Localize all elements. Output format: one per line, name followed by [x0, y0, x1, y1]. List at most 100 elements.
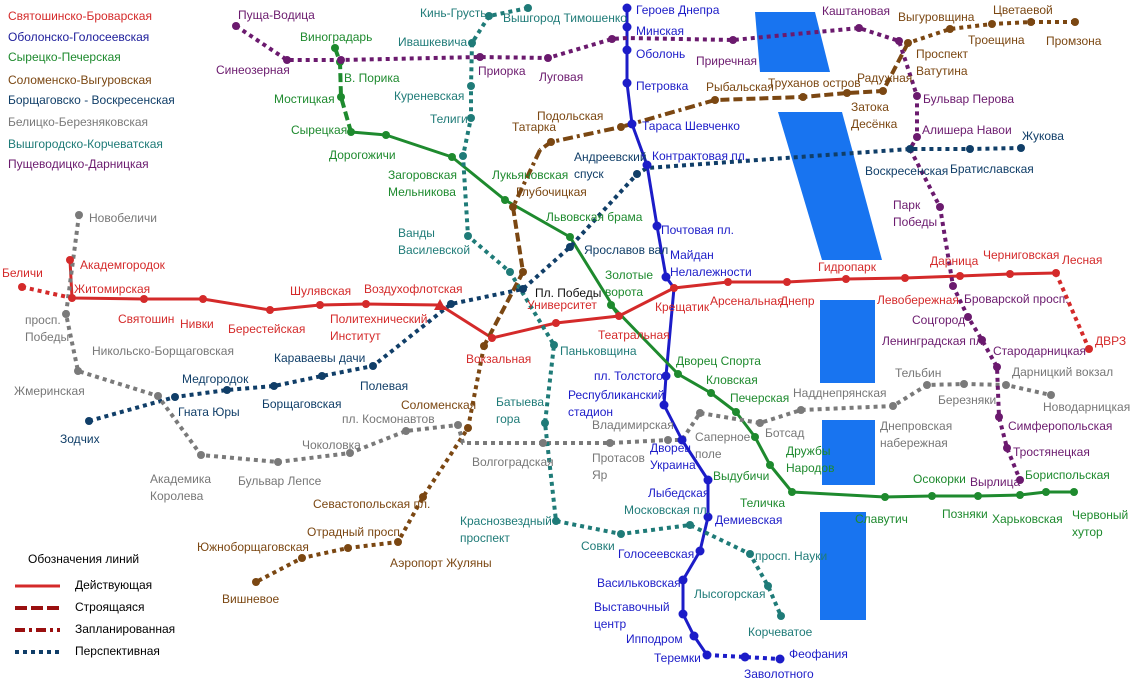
station-label[interactable]: Дорогожичи — [329, 148, 396, 162]
station-marker[interactable] — [923, 381, 931, 389]
station-marker[interactable] — [199, 295, 207, 303]
station-marker[interactable] — [1003, 444, 1011, 452]
station-label[interactable]: Проспект — [916, 47, 969, 61]
station-label[interactable]: Мельникова — [388, 185, 456, 199]
station-label[interactable]: Вырлица — [970, 475, 1020, 489]
station-label[interactable]: центр — [594, 617, 627, 631]
station-label[interactable]: Печерская — [730, 391, 789, 405]
station-label[interactable]: Ивашкевича — [398, 35, 468, 49]
station-label[interactable]: Минская — [636, 24, 684, 38]
station-label[interactable]: Новодарницкая — [1043, 400, 1130, 414]
station-marker[interactable] — [467, 114, 475, 122]
station-marker[interactable] — [1002, 381, 1010, 389]
station-label[interactable]: Контрактовая пл. — [652, 149, 748, 163]
station-label[interactable]: Вышгород Тимошенко — [503, 11, 627, 25]
station-marker[interactable] — [464, 424, 472, 432]
station-label[interactable]: Приречная — [696, 54, 757, 68]
station-label[interactable]: Протасов — [592, 451, 645, 465]
station-marker[interactable] — [695, 546, 705, 556]
station-label[interactable]: Тростянецкая — [1013, 445, 1090, 459]
station-marker[interactable] — [906, 145, 914, 153]
station-label[interactable]: Театральная — [598, 328, 670, 342]
station-label[interactable]: Народов — [786, 461, 834, 475]
station-label[interactable]: Беличи — [2, 266, 43, 280]
station-marker[interactable] — [799, 93, 807, 101]
station-label[interactable]: Осокорки — [913, 472, 966, 486]
station-marker[interactable] — [788, 488, 796, 496]
station-marker[interactable] — [711, 96, 719, 104]
station-label[interactable]: Золотые — [605, 268, 653, 282]
station-marker[interactable] — [678, 575, 688, 585]
station-label[interactable]: Андреевский — [574, 150, 647, 164]
station-label[interactable]: пл. Космонавтов — [342, 412, 435, 426]
station-label[interactable]: ДВРЗ — [1095, 334, 1126, 348]
station-marker[interactable] — [740, 652, 750, 662]
station-label[interactable]: проспект — [460, 531, 510, 545]
station-marker[interactable] — [541, 419, 549, 427]
station-label[interactable]: просп. Науки — [755, 549, 827, 563]
station-label[interactable]: хутор — [1072, 525, 1103, 539]
station-marker[interactable] — [622, 3, 632, 13]
station-marker[interactable] — [270, 382, 278, 390]
station-marker[interactable] — [266, 306, 274, 314]
station-label[interactable]: Ватутина — [916, 64, 968, 78]
station-marker[interactable] — [797, 406, 805, 414]
station-label[interactable]: Жмеринская — [14, 384, 85, 398]
station-label[interactable]: Соцгород — [912, 313, 965, 327]
station-marker[interactable] — [964, 313, 972, 321]
station-marker[interactable] — [642, 160, 652, 170]
station-label[interactable]: Борщаговская — [262, 397, 341, 411]
station-label[interactable]: стадион — [568, 405, 613, 419]
station-label[interactable]: Новобеличи — [89, 211, 157, 225]
station-marker[interactable] — [607, 301, 615, 309]
station-label[interactable]: Медгородок — [182, 372, 249, 386]
station-marker[interactable] — [544, 54, 552, 62]
station-label[interactable]: Татарка — [512, 120, 556, 134]
station-label[interactable]: Нивки — [180, 317, 214, 331]
station-label[interactable]: Выдубичи — [713, 469, 769, 483]
station-label[interactable]: Куреневская — [394, 89, 464, 103]
station-marker[interactable] — [467, 82, 475, 90]
station-label[interactable]: Лысогорская — [694, 587, 765, 601]
station-label[interactable]: Московская пл. — [624, 503, 710, 517]
station-label[interactable]: Симферопольская — [1008, 419, 1112, 433]
station-label[interactable]: В. Порика — [344, 71, 400, 85]
station-label[interactable]: Чоколовка — [302, 438, 361, 452]
station-marker[interactable] — [617, 123, 625, 131]
station-label[interactable]: поле — [695, 447, 722, 461]
station-label[interactable]: Кинь-Грусть — [420, 6, 487, 20]
station-marker[interactable] — [509, 203, 517, 211]
station-label[interactable]: Шулявская — [290, 284, 351, 298]
station-label[interactable]: спуск — [574, 167, 604, 181]
station-marker[interactable] — [419, 493, 427, 501]
station-marker[interactable] — [232, 22, 240, 30]
station-marker[interactable] — [777, 612, 785, 620]
station-label[interactable]: Сырецкая — [291, 123, 347, 137]
station-label[interactable]: Демиевская — [715, 513, 782, 527]
station-marker[interactable] — [946, 25, 954, 33]
station-label[interactable]: Цветаевой — [993, 3, 1053, 17]
station-label[interactable]: Совки — [581, 539, 615, 553]
station-marker[interactable] — [901, 274, 909, 282]
station-marker[interactable] — [686, 521, 694, 529]
station-marker[interactable] — [346, 449, 354, 457]
station-label[interactable]: Ипподром — [626, 632, 683, 646]
station-marker[interactable] — [1016, 491, 1024, 499]
station-label[interactable]: гора — [496, 412, 520, 426]
station-marker[interactable] — [298, 554, 306, 562]
station-label[interactable]: Академика — [150, 472, 211, 486]
station-marker[interactable] — [448, 153, 456, 161]
station-label[interactable]: Феофания — [789, 647, 848, 661]
station-label[interactable]: Десёнка — [851, 117, 898, 131]
station-marker[interactable] — [171, 393, 179, 401]
station-label[interactable]: Берестейская — [228, 322, 305, 336]
station-marker[interactable] — [622, 45, 632, 55]
station-label[interactable]: Днепровская — [880, 419, 952, 433]
station-label[interactable]: пл. Толстого — [594, 369, 663, 383]
station-marker[interactable] — [928, 492, 936, 500]
station-label[interactable]: Корчеватое — [748, 625, 813, 639]
station-marker[interactable] — [274, 458, 282, 466]
station-label[interactable]: Тельбин — [895, 366, 941, 380]
station-marker[interactable] — [879, 87, 887, 95]
station-label[interactable]: Вокзальная — [466, 352, 531, 366]
